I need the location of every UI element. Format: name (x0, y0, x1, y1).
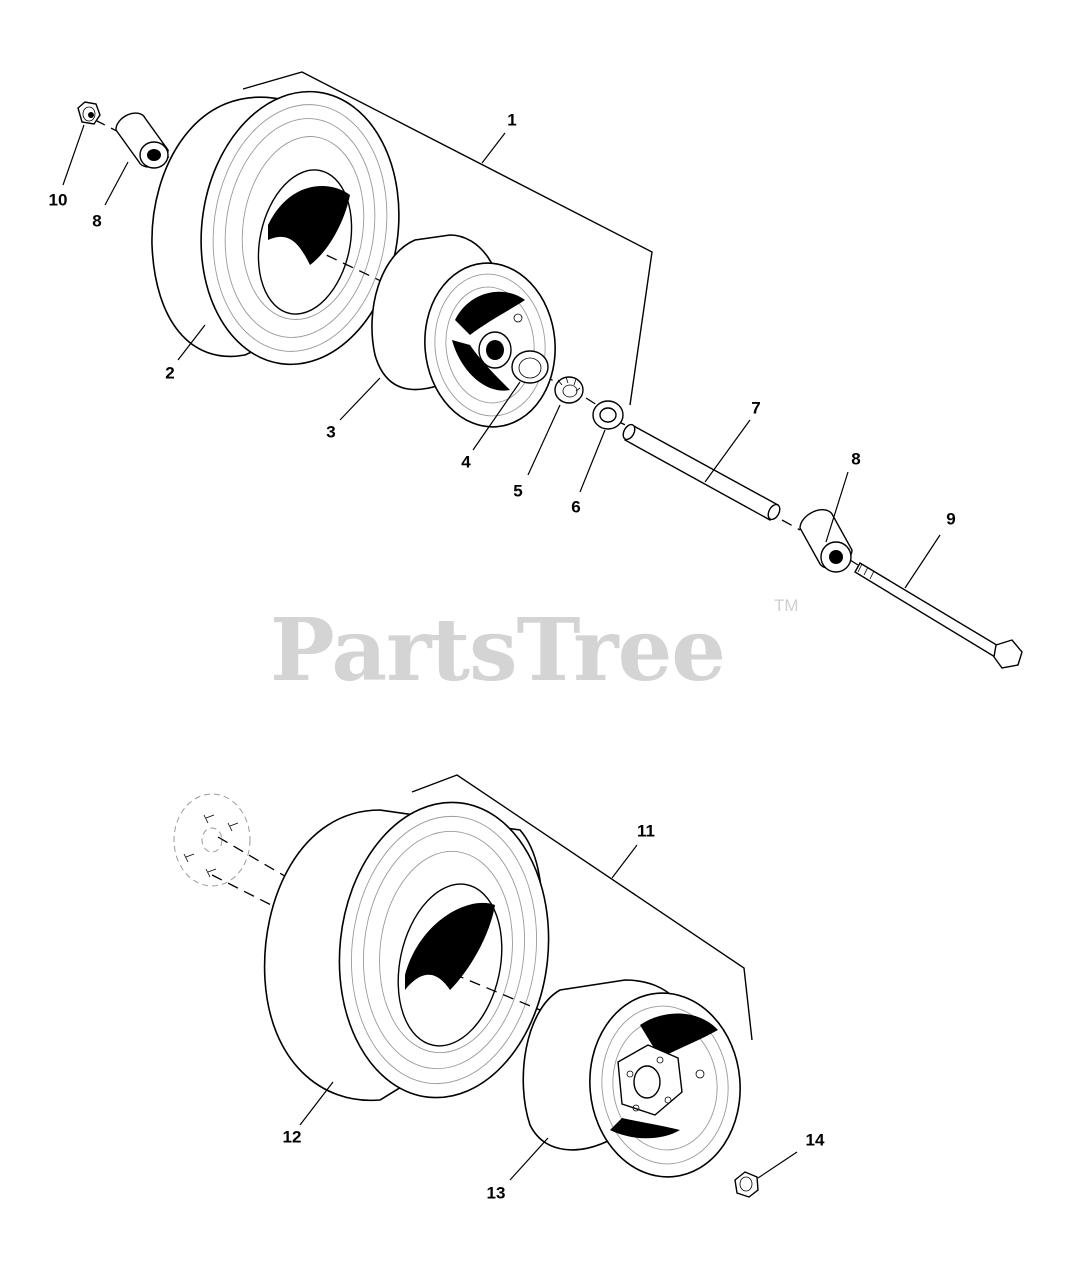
leader-line-8-top (104, 161, 129, 206)
lug-nut-part (734, 1171, 759, 1198)
axle-tube-part (622, 423, 781, 521)
callout-5: 5 (513, 481, 522, 500)
leader-line-5 (527, 404, 561, 476)
leader-line-3 (339, 377, 381, 421)
leader-line-11 (611, 844, 638, 879)
leader-line-10 (62, 124, 85, 186)
leader-line-4 (472, 381, 521, 451)
callout-7: 7 (751, 398, 760, 417)
lock-nut-part (77, 101, 101, 125)
hub-axis-line-lower (211, 874, 286, 913)
callout-14: 14 (806, 1130, 825, 1149)
tire-part (151, 90, 400, 366)
callout-4: 4 (461, 452, 471, 471)
spacer-part-right (799, 509, 853, 573)
leader-line-1 (481, 132, 506, 164)
callout-2: 2 (165, 363, 174, 382)
axle-bolt-part (781, 519, 1023, 669)
rear-tire-part (263, 801, 550, 1102)
front-wheel-assembly: 1 2 3 4 5 6 7 8 9 8 10 (49, 71, 1023, 669)
leader-line-9 (904, 534, 941, 589)
callout-13: 13 (487, 1183, 506, 1202)
rear-wheel-assembly: 11 12 13 14 (173, 774, 825, 1202)
callout-10: 10 (49, 190, 68, 209)
rim-part (371, 234, 556, 428)
wheel-hub-phantom (173, 793, 251, 887)
spacer-part (115, 112, 169, 169)
callout-8-top: 8 (92, 211, 101, 230)
leader-line-2 (177, 324, 206, 361)
bearing-sleeve-part (511, 350, 549, 384)
callout-12: 12 (283, 1127, 302, 1146)
callout-9: 9 (946, 509, 955, 528)
watermark-logo: PartsTree (270, 600, 725, 701)
callout-11: 11 (637, 821, 655, 840)
callout-8-right: 8 (851, 449, 860, 468)
leader-line-14 (757, 1151, 798, 1179)
leader-line-13 (509, 1137, 549, 1181)
watermark-trademark: TM (774, 596, 799, 615)
leader-line-7 (704, 419, 751, 483)
leader-line-12 (299, 1081, 334, 1126)
rear-rim-part (522, 979, 741, 1178)
callout-3: 3 (326, 422, 335, 441)
washer-part (592, 400, 624, 430)
roller-bearing-part (554, 376, 584, 404)
leader-line-6 (579, 429, 606, 493)
callout-6: 6 (571, 497, 580, 516)
leader-line-8-right (825, 471, 849, 543)
callout-1: 1 (507, 110, 516, 129)
assembly-bracket-11 (411, 774, 753, 1041)
assembly-bracket-1 (242, 71, 653, 406)
